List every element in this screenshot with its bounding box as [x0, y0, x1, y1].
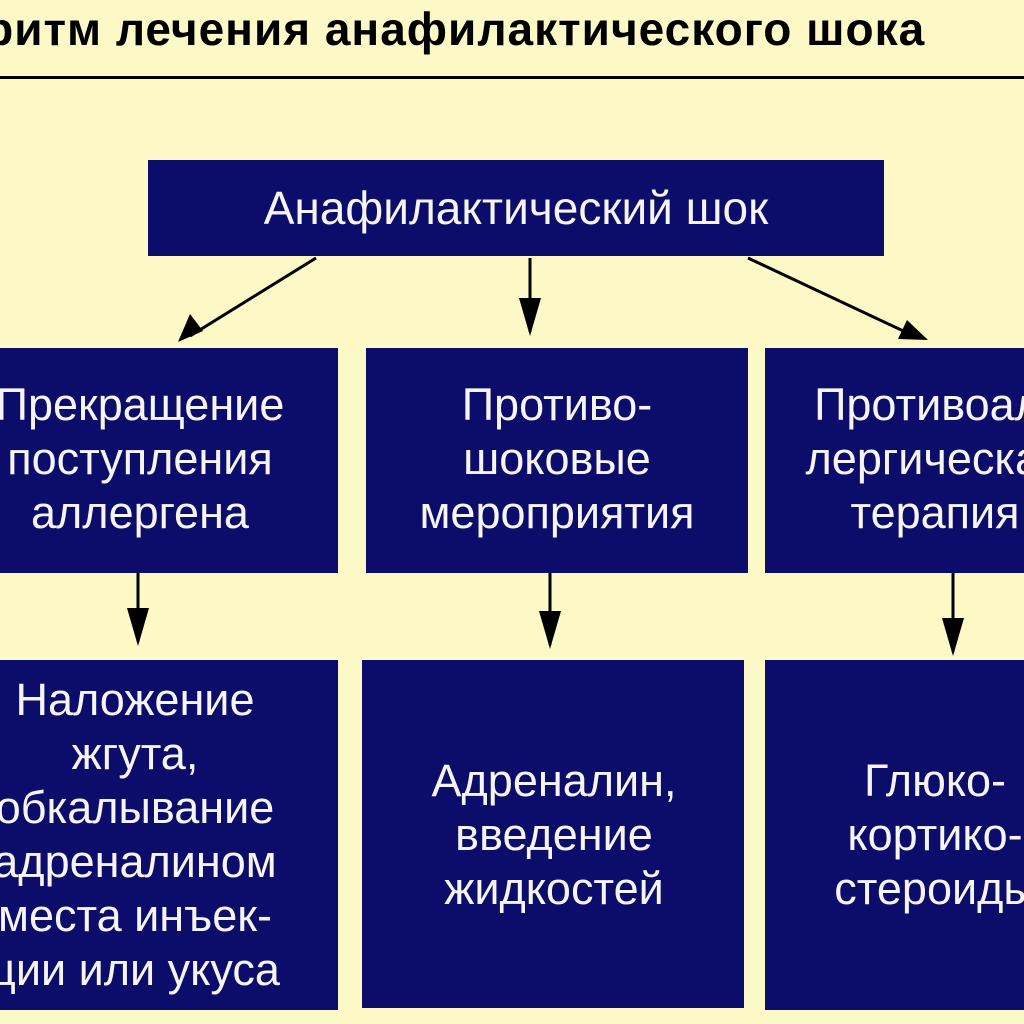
- arrow-root-to-branch-1: [189, 256, 317, 338]
- branch-node-anti-shock: Противо- шоковые мероприятия: [366, 348, 748, 573]
- arrow-root-to-branch-3: [747, 256, 915, 338]
- action-node-label: Наложение жгута, обкалывание адреналином…: [0, 674, 280, 995]
- arrowhead-branch-3: [898, 320, 928, 340]
- branch-node-label: Прекращение поступления аллергена: [0, 379, 285, 538]
- action-node-label: Адреналин, введение жидкостей: [431, 755, 677, 914]
- diagram-title: оритм лечения анафилактического шока: [0, 0, 1024, 66]
- action-node-tourniquet: Наложение жгута, обкалывание адреналином…: [0, 660, 338, 1010]
- title-text: оритм лечения анафилактического шока: [0, 3, 926, 55]
- arrowhead-action-2: [539, 611, 561, 649]
- arrowhead-action-1: [127, 608, 149, 646]
- arrowhead-action-3: [942, 618, 964, 656]
- branch-node-stop-allergen: Прекращение поступления аллергена: [0, 348, 338, 573]
- action-node-adrenaline: Адреналин, введение жидкостей: [362, 660, 744, 1008]
- arrowhead-branch-1: [178, 314, 203, 342]
- root-node-label: Анафилактический шок: [263, 182, 769, 234]
- action-node-label: Глюко- кортико- стероиды: [834, 755, 1024, 914]
- root-node-anaphylactic-shock: Анафилактический шок: [148, 160, 884, 256]
- arrowhead-branch-2: [519, 298, 541, 336]
- action-node-glucocorticoids: Глюко- кортико- стероиды: [765, 660, 1024, 1010]
- branch-node-label: Противо- шоковые мероприятия: [419, 379, 695, 538]
- title-underline: [0, 76, 1024, 79]
